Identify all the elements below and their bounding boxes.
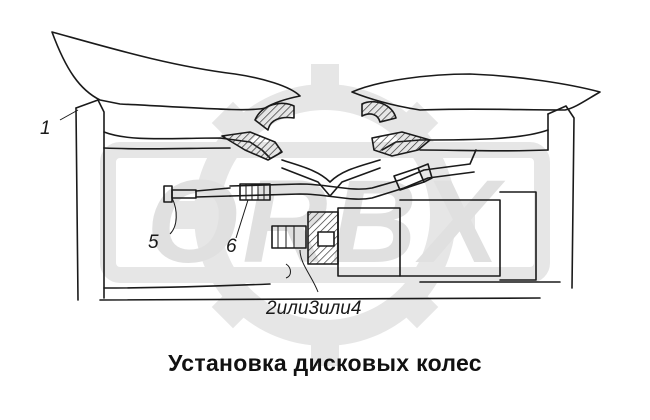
leader-lines xyxy=(59,109,319,293)
leader-5 xyxy=(169,197,177,235)
diagram-caption: Установка дисковых колес xyxy=(168,350,482,376)
callout-1: 1 xyxy=(40,118,51,139)
right-rim-flange xyxy=(547,105,575,289)
leader-6 xyxy=(235,199,249,239)
right-bead-ring xyxy=(361,100,397,123)
callout-2-3-4: 2или3или4 xyxy=(265,298,361,319)
left-bead-ring xyxy=(254,102,295,131)
inflation-hose xyxy=(229,149,477,190)
wheel-stud xyxy=(271,225,307,249)
leader-1 xyxy=(59,109,79,121)
callout-6: 6 xyxy=(226,236,237,257)
leader-2-3-4 xyxy=(299,249,319,293)
wheel-drawing xyxy=(51,31,601,301)
wheel-disk xyxy=(281,159,381,183)
hose-ferrule-6 xyxy=(239,183,271,201)
left-rim-flange xyxy=(75,99,105,149)
right-tire xyxy=(351,73,601,111)
callout-5: 5 xyxy=(148,232,159,253)
left-tire xyxy=(51,31,301,111)
